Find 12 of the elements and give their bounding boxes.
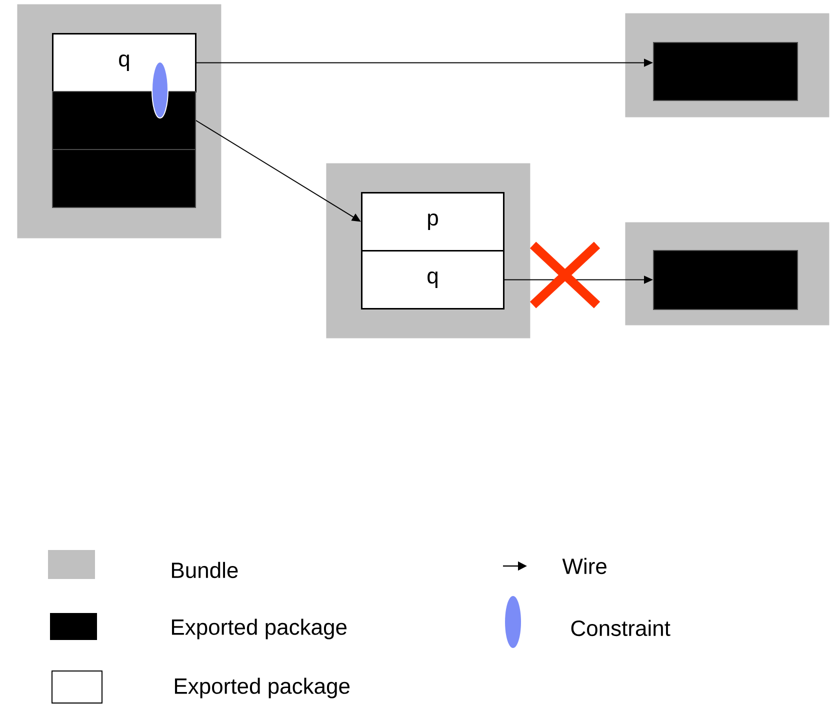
legend-label: Wire [562,558,606,574]
package-box: p [361,192,504,252]
package-box [653,250,798,310]
package-box: q [52,33,196,92]
package-box [52,91,196,150]
legend-label: Exported package [175,678,350,698]
package-box [52,149,196,208]
package-box: q [361,250,504,310]
package-box [653,42,798,101]
legend-label: Constraint [571,620,670,636]
legend-label: Exported package [172,618,347,640]
legend-label: Bundle [172,562,238,578]
